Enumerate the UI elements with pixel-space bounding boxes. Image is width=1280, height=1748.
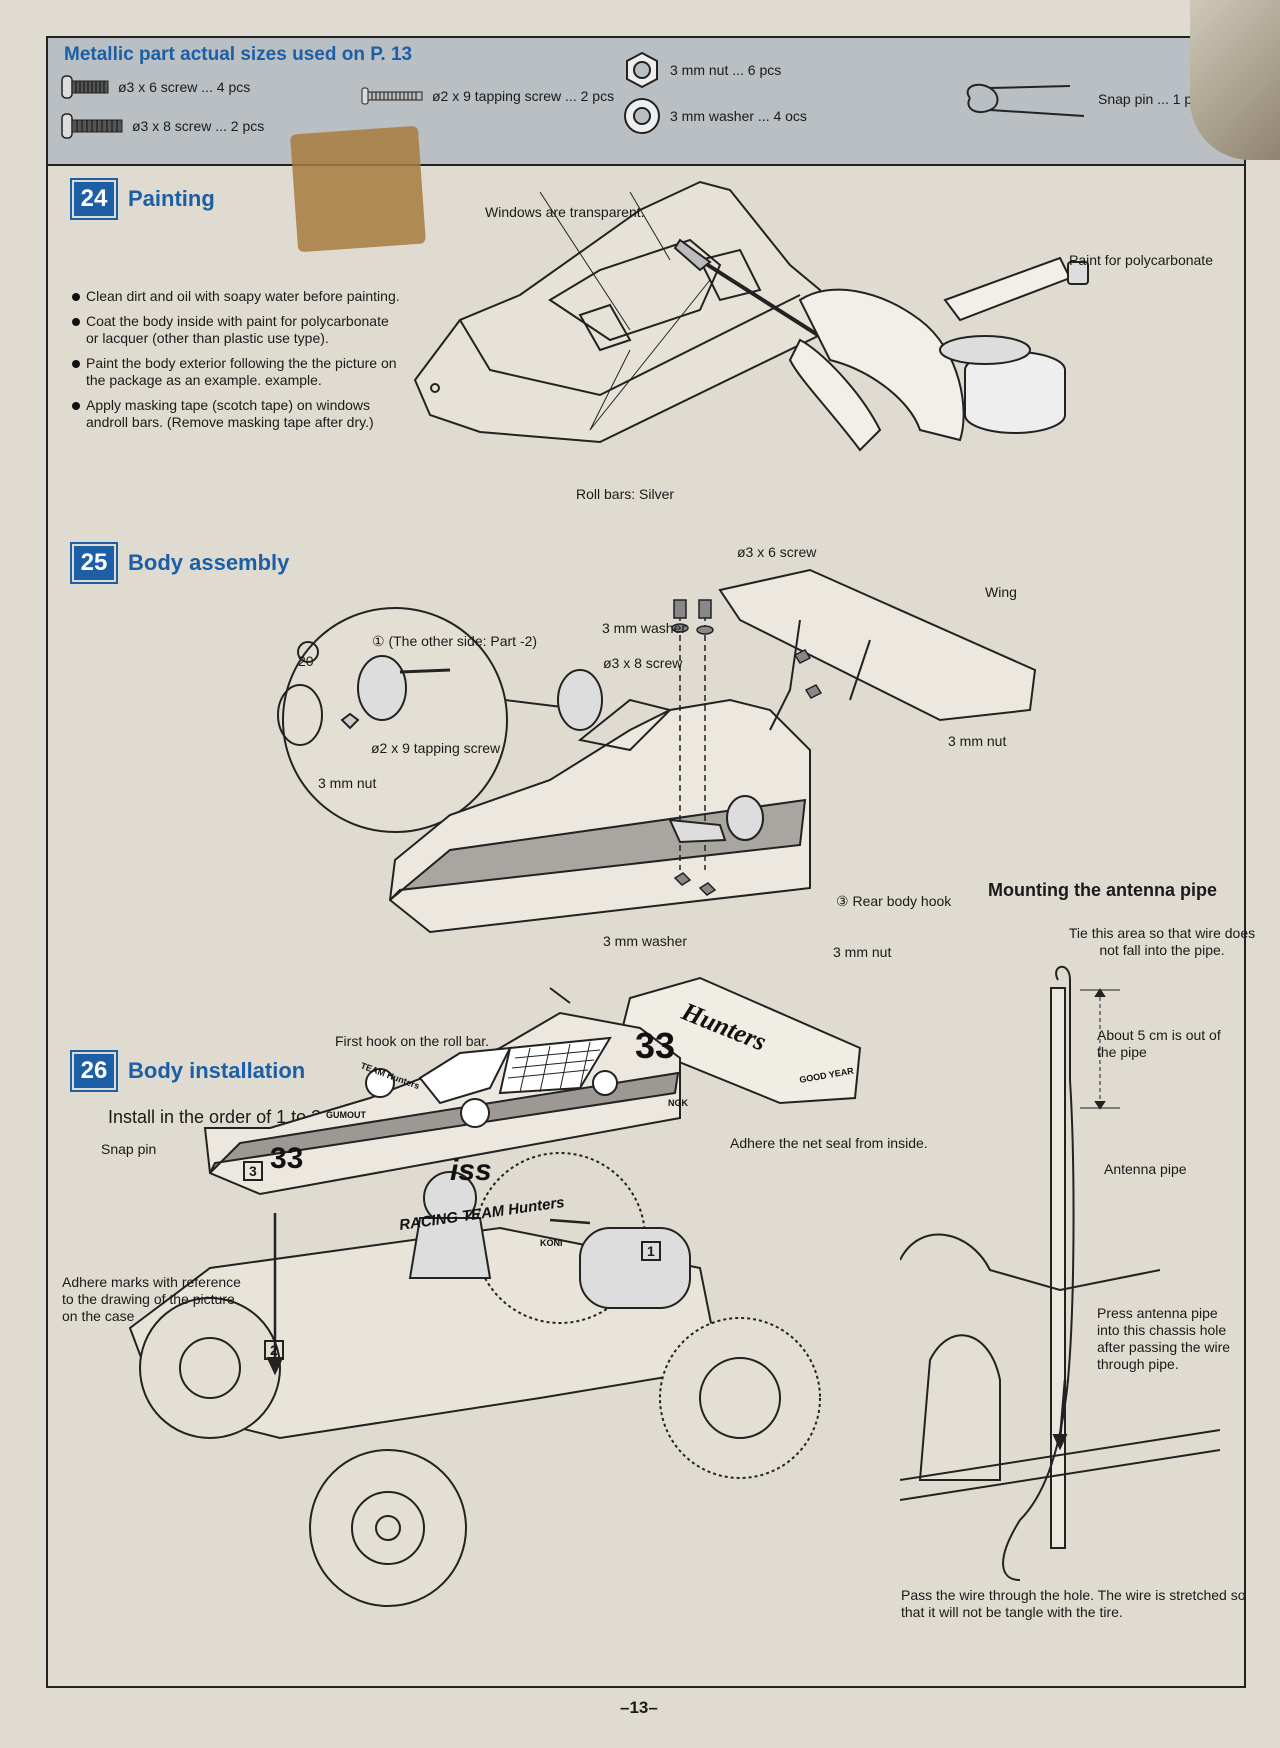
step-title: Body installation xyxy=(128,1058,306,1083)
step-title: Body assembly xyxy=(128,550,290,575)
part-label: Snap pin ... 1 pc xyxy=(1098,91,1200,107)
label-nut-detail: 3 mm nut xyxy=(318,775,377,791)
body-assembly-illustration xyxy=(277,568,1037,934)
instruction-item: Coat the body inside with paint for poly… xyxy=(70,313,400,347)
decal-gumout: GUMOUT xyxy=(326,1110,366,1120)
step-25-header: 25 Body assembly xyxy=(70,542,289,584)
label-washer-bottom: 3 mm washer xyxy=(603,933,688,949)
label-roll-bars: Roll bars: Silver xyxy=(576,486,675,502)
order-box-3: 3 xyxy=(243,1161,263,1181)
part-label: 3 mm washer ... 4 ocs xyxy=(670,108,807,124)
label-wing: Wing xyxy=(985,584,1017,600)
step-number: 25 xyxy=(70,542,118,584)
label-paint-polycarbonate: Paint for polycarbonate xyxy=(1069,252,1213,268)
part-label: ø3 x 8 screw ... 2 pcs xyxy=(132,118,265,134)
washer-icon xyxy=(624,98,660,134)
label-part-20: 20 xyxy=(298,653,314,669)
part-label: 3 mm nut ... 6 pcs xyxy=(670,62,782,78)
decal-ngk: NGK xyxy=(668,1098,689,1108)
order-box-2: 2 xyxy=(264,1340,284,1360)
label-nut-right: 3 mm nut xyxy=(948,733,1007,749)
decal-33-roof: 33 xyxy=(635,1025,675,1066)
body-installation-illustration: 33 iss RACING TEAM Hunters Hunters GOOD … xyxy=(128,976,862,1607)
label-tapping-screw: ø2 x 9 tapping screw xyxy=(371,740,501,756)
part-label: ø3 x 6 screw ... 4 pcs xyxy=(118,79,251,95)
label-rear-body-hook: ③ Rear body hook xyxy=(836,893,952,909)
step-number: 26 xyxy=(70,1050,118,1092)
label-first-hook: First hook on the roll bar. xyxy=(335,1033,490,1049)
label-rear-hook-text: Rear body hook xyxy=(852,893,952,909)
label-net-seal: Adhere the net seal from inside. xyxy=(730,1135,928,1151)
decal-koni: KONI xyxy=(540,1238,563,1248)
part-nut: 3 mm nut ... 6 pcs xyxy=(622,50,781,90)
part-screw-3x6: ø3 x 6 screw ... 4 pcs xyxy=(60,74,250,100)
label-other-side-text: (The other side: Part -2) xyxy=(388,633,538,649)
part-tapping-screw: ø2 x 9 tapping screw ... 2 pcs xyxy=(360,86,614,106)
label-screw-3x8: ø3 x 8 screw xyxy=(603,655,683,671)
label-tie-area: Tie this area so that wire does not fall… xyxy=(1068,925,1256,958)
screw-icon xyxy=(61,75,109,99)
torn-corner xyxy=(1190,0,1280,160)
label-screw-3x6: ø3 x 6 screw xyxy=(737,544,817,560)
label-about-5cm: About 5 cm is out of the pipe xyxy=(1097,1027,1221,1060)
page-number: –13– xyxy=(620,1698,658,1717)
painting-instructions: Clean dirt and oil with soapy water befo… xyxy=(70,288,400,439)
part-label: ø2 x 9 tapping screw ... 2 pcs xyxy=(432,88,615,104)
page-frame xyxy=(46,36,1246,1688)
parts-list-bar: Metallic part actual sizes used on P. 13… xyxy=(48,38,1244,166)
instruction-item: Apply masking tape (scotch tape) on wind… xyxy=(70,397,400,431)
parts-title: Metallic part actual sizes used on P. 13 xyxy=(64,44,413,65)
step-24-header: 24 Painting xyxy=(70,178,215,220)
step-title: Painting xyxy=(128,186,215,211)
label-adhere-marks: Adhere marks with reference to the drawi… xyxy=(62,1274,241,1324)
instruction-item: Paint the body exterior following the th… xyxy=(70,355,400,389)
nut-icon xyxy=(626,51,658,89)
label-windows-transparent: Windows are transparent. xyxy=(485,204,645,220)
painting-illustration xyxy=(413,180,1089,452)
order-box-1: 1 xyxy=(641,1241,661,1261)
label-pass-wire: Pass the wire through the hole. The wire… xyxy=(901,1587,1246,1620)
label-washer-top: 3 mm washer xyxy=(602,620,687,636)
label-snap-pin: Snap pin xyxy=(101,1141,157,1157)
decal-iss: iss xyxy=(450,1154,492,1187)
part-snap-pin: Snap pin ... 1 pc xyxy=(960,76,1199,122)
label-press-pipe: Press antenna pipe into this chassis hol… xyxy=(1097,1305,1231,1372)
antenna-title: Mounting the antenna pipe xyxy=(988,880,1217,900)
instruction-item: Clean dirt and oil with soapy water befo… xyxy=(70,288,400,305)
decal-33-side: 33 xyxy=(270,1142,303,1175)
step-26-header: 26 Body installation xyxy=(70,1050,305,1092)
snap-pin-icon xyxy=(966,83,1085,117)
part-washer: 3 mm washer ... 4 ocs xyxy=(622,96,807,136)
step-number: 24 xyxy=(70,178,118,220)
screw-icon xyxy=(61,113,123,139)
label-other-side: ① (The other side: Part -2) xyxy=(372,633,538,649)
install-order-subtitle: Install in the order of 1 to 3 xyxy=(108,1107,322,1127)
antenna-illustration xyxy=(900,965,1220,1581)
tapping-screw-icon xyxy=(361,87,423,105)
part-screw-3x8: ø3 x 8 screw ... 2 pcs xyxy=(60,112,264,140)
label-nut-bottom: 3 mm nut xyxy=(833,944,892,960)
label-antenna-pipe: Antenna pipe xyxy=(1104,1161,1187,1177)
